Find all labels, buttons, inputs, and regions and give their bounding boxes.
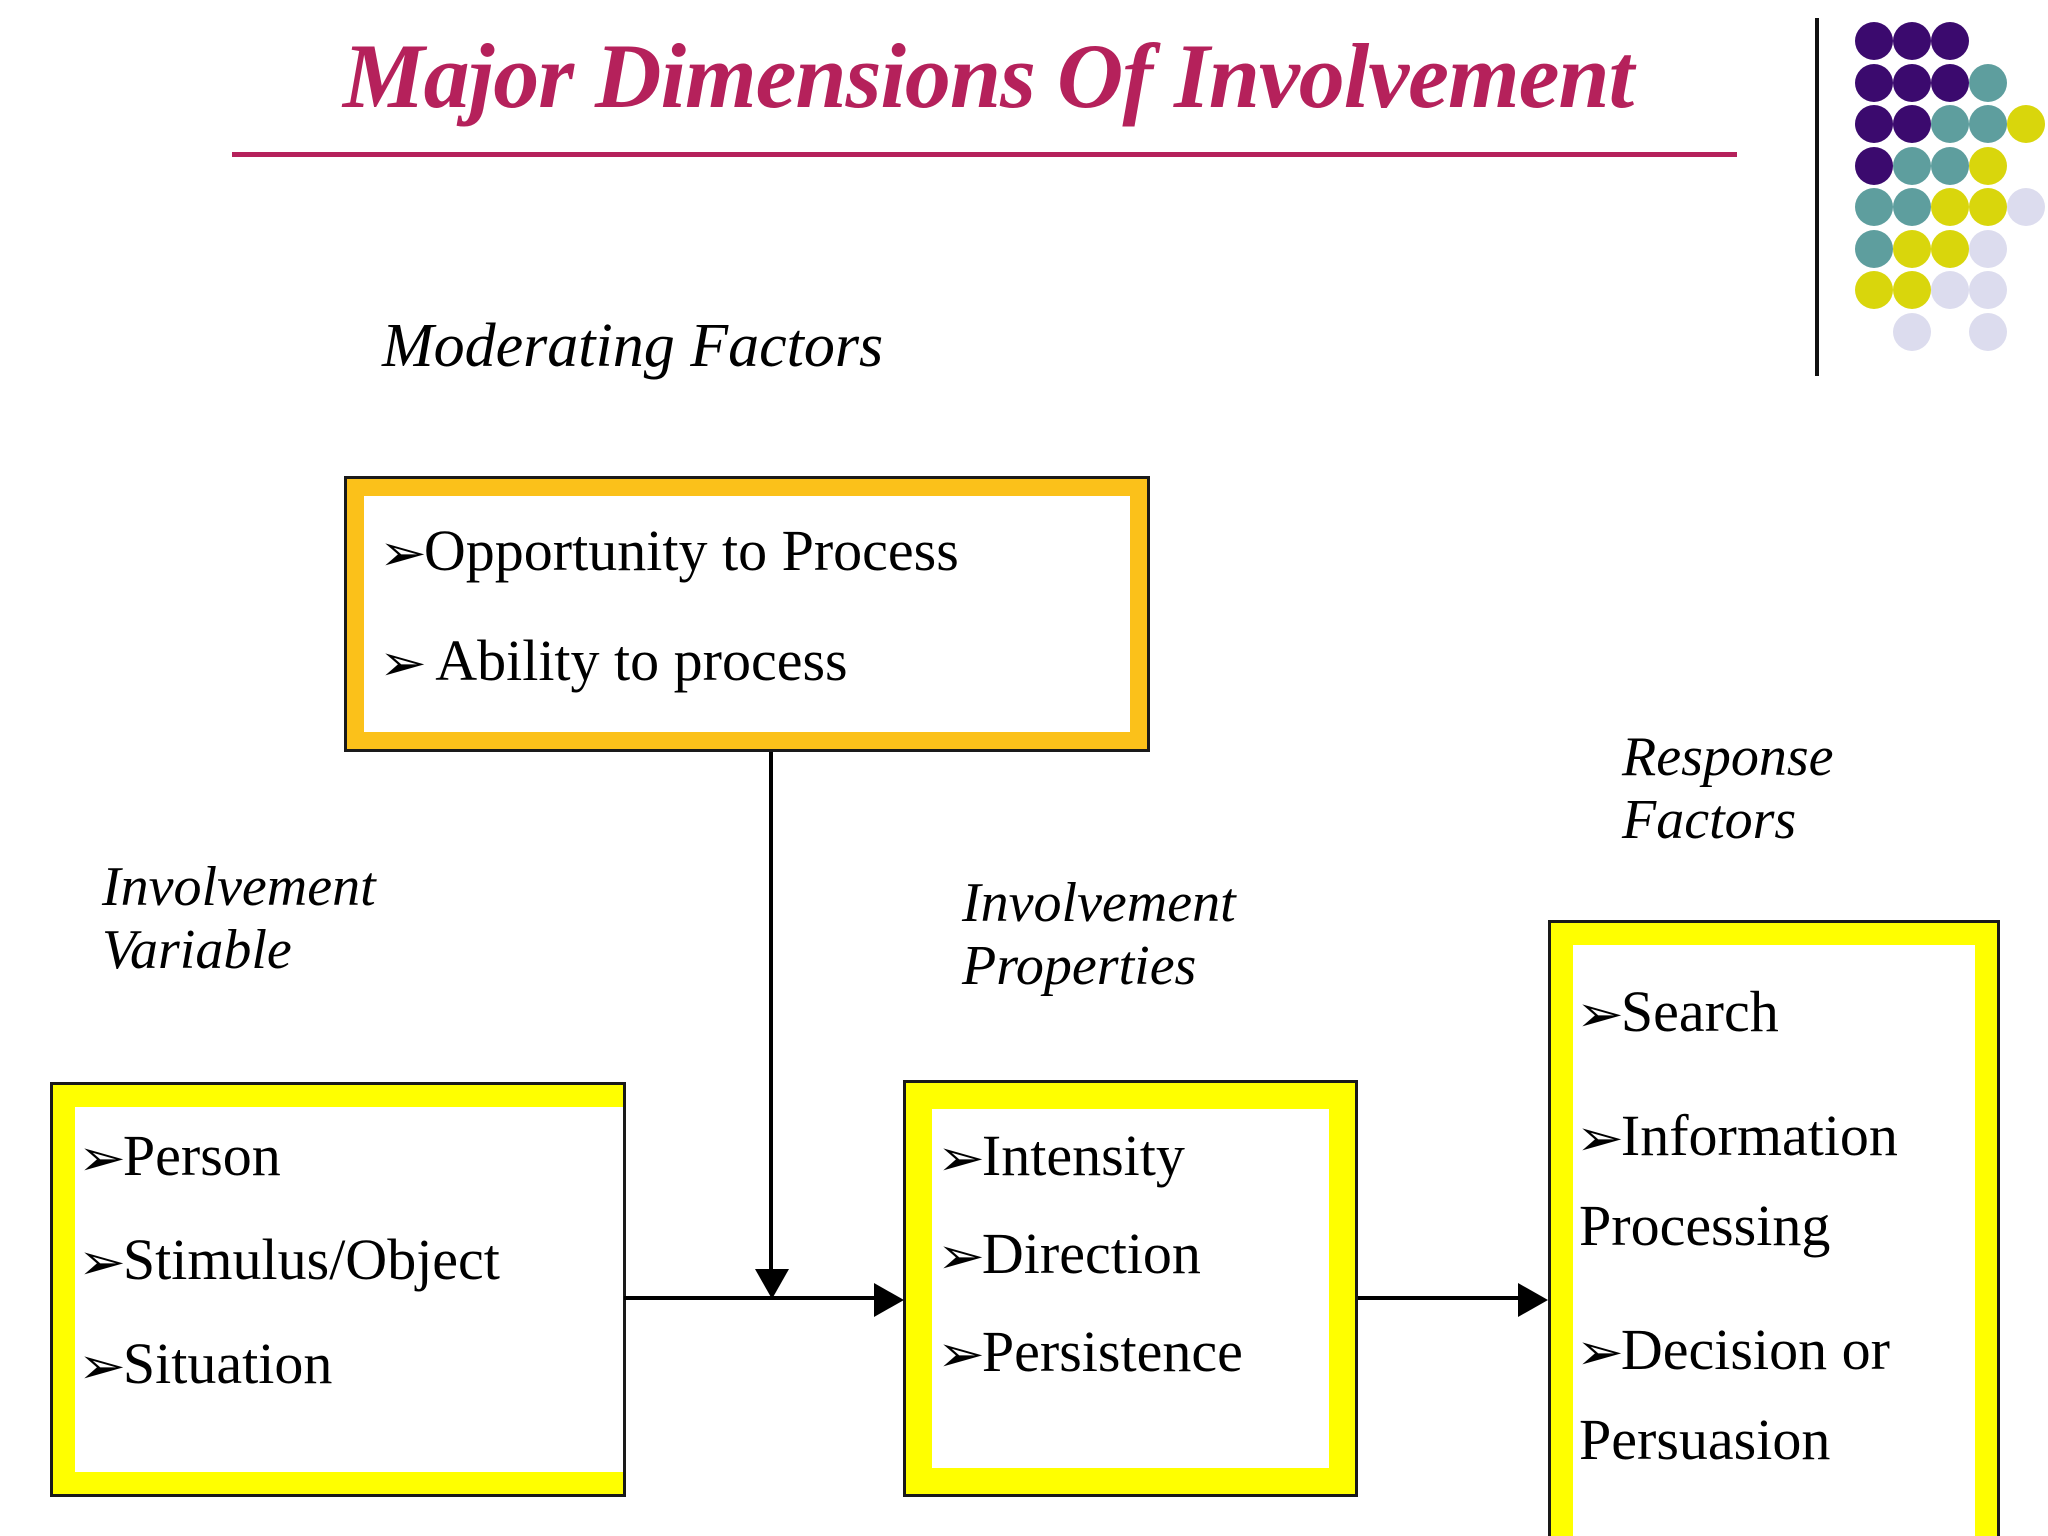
arrow-bullet-icon: ➢ <box>1575 985 1625 1043</box>
dot-grid-logo <box>1855 22 2045 362</box>
box-involvement-properties-inner: ➢Intensity ➢Direction ➢Persistence <box>906 1083 1355 1494</box>
logo-dot-lavender <box>1969 312 2007 351</box>
list-item-label: Stimulus/Object <box>122 1227 500 1292</box>
connector-moderating-to-flow <box>769 752 773 1269</box>
logo-dot-purple <box>1855 105 1893 143</box>
list-item-label: Opportunity to Process <box>423 518 959 583</box>
logo-dot-teal <box>1893 146 1931 185</box>
arrow-bullet-icon: ➢ <box>378 634 428 692</box>
caption-involvement-properties: Involvement Properties <box>962 872 1236 997</box>
page-title: Major Dimensions Of Involvement <box>342 25 1634 127</box>
logo-dot-purple <box>1855 63 1893 102</box>
logo-dot-teal <box>1893 188 1931 226</box>
list-item-label: Decision or Persuasion <box>1579 1316 1890 1472</box>
logo-dot-teal <box>1931 105 1969 143</box>
box-response-factors: ➢Search ➢Information Processing ➢Decisio… <box>1548 920 2000 1536</box>
logo-dot-yellow <box>1931 188 1969 226</box>
logo-dot-lavender <box>2007 188 2045 226</box>
box-involvement-variable-inner: ➢Person ➢Stimulus/Object ➢Situation <box>53 1085 623 1494</box>
box-moderating-factors: ➢Opportunity to Process ➢ Ability to pro… <box>344 476 1150 752</box>
logo-dot-yellow <box>1969 188 2007 226</box>
list-item-label: Person <box>122 1123 281 1188</box>
box-involvement-variable: ➢Person ➢Stimulus/Object ➢Situation <box>50 1082 626 1497</box>
list-item: ➢Person <box>77 1127 623 1187</box>
list-item-label: Situation <box>122 1331 333 1396</box>
arrow-bullet-icon: ➢ <box>1575 1108 1625 1167</box>
list-item-label: Ability to process <box>423 628 848 693</box>
logo-dot-lavender <box>1931 271 1969 309</box>
list-item: ➢Direction <box>936 1225 1329 1285</box>
logo-dot-lavender <box>1969 271 2007 309</box>
logo-dot-purple <box>1855 146 1893 185</box>
list-item: ➢Stimulus/Object <box>77 1231 623 1291</box>
title-underline <box>232 152 1737 157</box>
logo-dot-yellow <box>2007 105 2045 143</box>
list-item: ➢Intensity <box>936 1127 1329 1187</box>
arrowhead-down-icon <box>755 1269 789 1299</box>
list-item: ➢Situation <box>77 1335 623 1395</box>
arrow-bullet-icon: ➢ <box>936 1325 986 1383</box>
logo-dot-yellow <box>1969 146 2007 185</box>
list-item: ➢Information Processing <box>1575 1091 1939 1271</box>
arrow-bullet-icon: ➢ <box>936 1129 986 1187</box>
box-response-factors-inner: ➢Search ➢Information Processing ➢Decisio… <box>1551 923 1997 1536</box>
list-item: ➢Search <box>1575 967 1939 1057</box>
logo-dot-teal <box>1855 188 1893 226</box>
list-item-label: Persistence <box>981 1319 1243 1384</box>
moderating-factors-list: ➢Opportunity to Process ➢ Ability to pro… <box>378 522 1130 692</box>
response-factors-list: ➢Search ➢Information Processing ➢Decisio… <box>1575 967 1975 1485</box>
caption-response-factors: Response Factors <box>1622 726 1834 851</box>
logo-dot-purple <box>1931 22 1969 60</box>
logo-dot-yellow <box>1855 271 1893 309</box>
logo-dot-purple <box>1855 22 1893 60</box>
caption-moderating-factors: Moderating Factors <box>382 312 884 380</box>
connector-variable-to-properties <box>624 1296 876 1300</box>
logo-divider-line <box>1815 18 1819 376</box>
logo-dot-purple <box>1893 105 1931 143</box>
arrow-bullet-icon: ➢ <box>77 1129 127 1187</box>
logo-dot-yellow <box>1893 229 1931 268</box>
arrow-bullet-icon: ➢ <box>936 1227 986 1285</box>
list-item-label: Search <box>1620 979 1779 1044</box>
logo-dot-teal <box>1931 146 1969 185</box>
box-involvement-properties: ➢Intensity ➢Direction ➢Persistence <box>903 1080 1358 1497</box>
logo-dot-teal <box>1969 105 2007 143</box>
arrow-bullet-icon: ➢ <box>77 1337 127 1395</box>
list-item-label: Information Processing <box>1579 1102 1898 1258</box>
list-item: ➢ Ability to process <box>378 632 1130 692</box>
list-item-label: Intensity <box>981 1123 1185 1188</box>
logo-dot-teal <box>1855 229 1893 268</box>
logo-dot-lavender <box>1969 229 2007 268</box>
logo-dot-yellow <box>1893 271 1931 309</box>
list-item: ➢Opportunity to Process <box>378 522 1130 582</box>
arrow-bullet-icon: ➢ <box>378 524 428 582</box>
arrowhead-right-icon <box>874 1283 904 1317</box>
caption-involvement-variable: Involvement Variable <box>102 856 376 981</box>
logo-dot-yellow <box>1931 229 1969 268</box>
list-item: ➢Decision or Persuasion <box>1575 1305 1939 1485</box>
involvement-properties-list: ➢Intensity ➢Direction ➢Persistence <box>936 1127 1329 1383</box>
list-item: ➢Persistence <box>936 1323 1329 1383</box>
logo-dot-purple <box>1931 63 1969 102</box>
logo-dot-teal <box>1969 63 2007 102</box>
involvement-variable-list: ➢Person ➢Stimulus/Object ➢Situation <box>77 1127 623 1395</box>
arrow-bullet-icon: ➢ <box>1575 1322 1625 1381</box>
logo-dot-lavender <box>1893 312 1931 351</box>
logo-dot-purple <box>1893 22 1931 60</box>
connector-properties-to-response <box>1358 1296 1520 1300</box>
list-item-label: Direction <box>981 1221 1201 1286</box>
box-moderating-factors-inner: ➢Opportunity to Process ➢ Ability to pro… <box>347 479 1147 749</box>
arrow-bullet-icon: ➢ <box>77 1233 127 1291</box>
logo-dot-purple <box>1893 63 1931 102</box>
arrowhead-right-icon <box>1518 1283 1548 1317</box>
